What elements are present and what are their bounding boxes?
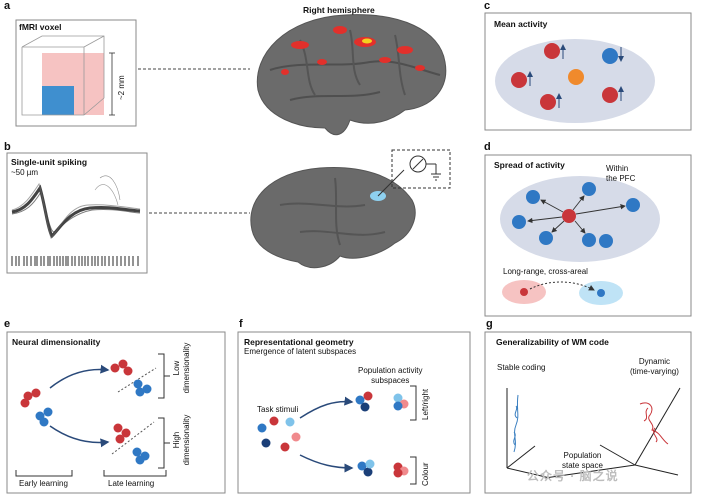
fmri-voxel-title: fMRI voxel bbox=[19, 22, 62, 32]
panel-label-c: c bbox=[484, 0, 491, 12]
dynamic-coding-label: Dynamic (time-varying) bbox=[630, 357, 679, 376]
monkey-brain-image bbox=[250, 167, 416, 269]
spike-raster bbox=[11, 256, 139, 266]
state-space-label: Population state space bbox=[562, 451, 603, 470]
low-dimensionality-label: Low dimensionality bbox=[172, 342, 191, 394]
spread-activity-diagram bbox=[484, 154, 692, 317]
neural-dimensionality-diagram bbox=[6, 331, 226, 494]
population-subspaces-label: Population activity subspaces bbox=[358, 366, 423, 385]
voxel-cube-diagram bbox=[15, 19, 137, 127]
panel-label-d: d bbox=[484, 141, 491, 153]
representational-geometry-diagram bbox=[237, 331, 471, 494]
single-unit-spiking-title: Single-unit spiking bbox=[11, 157, 88, 167]
left-right-label: Left/right bbox=[421, 388, 430, 420]
panel-label-b: b bbox=[4, 141, 11, 153]
long-range-label: Long-range, cross-areal bbox=[503, 267, 588, 276]
early-learning-label: Early learning bbox=[19, 479, 68, 488]
panel-label-e: e bbox=[4, 318, 11, 330]
neural-dimensionality-title: Neural dimensionality bbox=[12, 337, 101, 347]
within-pfc-label: Within the PFC bbox=[606, 164, 636, 183]
panel-label-g: g bbox=[486, 318, 493, 330]
spike-waveforms-plot bbox=[6, 152, 148, 274]
watermark-text: 公众号 · 脑之说 bbox=[527, 469, 619, 483]
spike-scale-label: ~50 µm bbox=[11, 168, 39, 177]
spread-of-activity-title: Spread of activity bbox=[494, 160, 565, 170]
colour-label: Colour bbox=[421, 462, 430, 486]
mean-activity-title: Mean activity bbox=[494, 19, 548, 29]
generalizability-title: Generalizability of WM code bbox=[496, 337, 609, 347]
voxel-size-label: ~2 mm bbox=[117, 75, 126, 100]
late-learning-label: Late learning bbox=[108, 479, 155, 488]
latent-subspaces-subtitle: Emergence of latent subspaces bbox=[244, 347, 357, 356]
generalizability-diagram bbox=[484, 331, 692, 494]
panel-label-a: a bbox=[4, 0, 11, 12]
right-hemisphere-title: Right hemisphere bbox=[303, 5, 375, 15]
panel-label-f: f bbox=[239, 318, 243, 330]
electrode-recording-icon bbox=[391, 149, 451, 189]
mean-activity-diagram bbox=[484, 12, 692, 131]
stable-coding-label: Stable coding bbox=[497, 363, 546, 372]
task-stimuli-label: Task stimuli bbox=[257, 405, 299, 414]
representational-geometry-title: Representational geometry bbox=[244, 337, 354, 347]
high-dimensionality-label: High dimensionality bbox=[172, 414, 191, 466]
human-brain-image bbox=[256, 14, 447, 136]
